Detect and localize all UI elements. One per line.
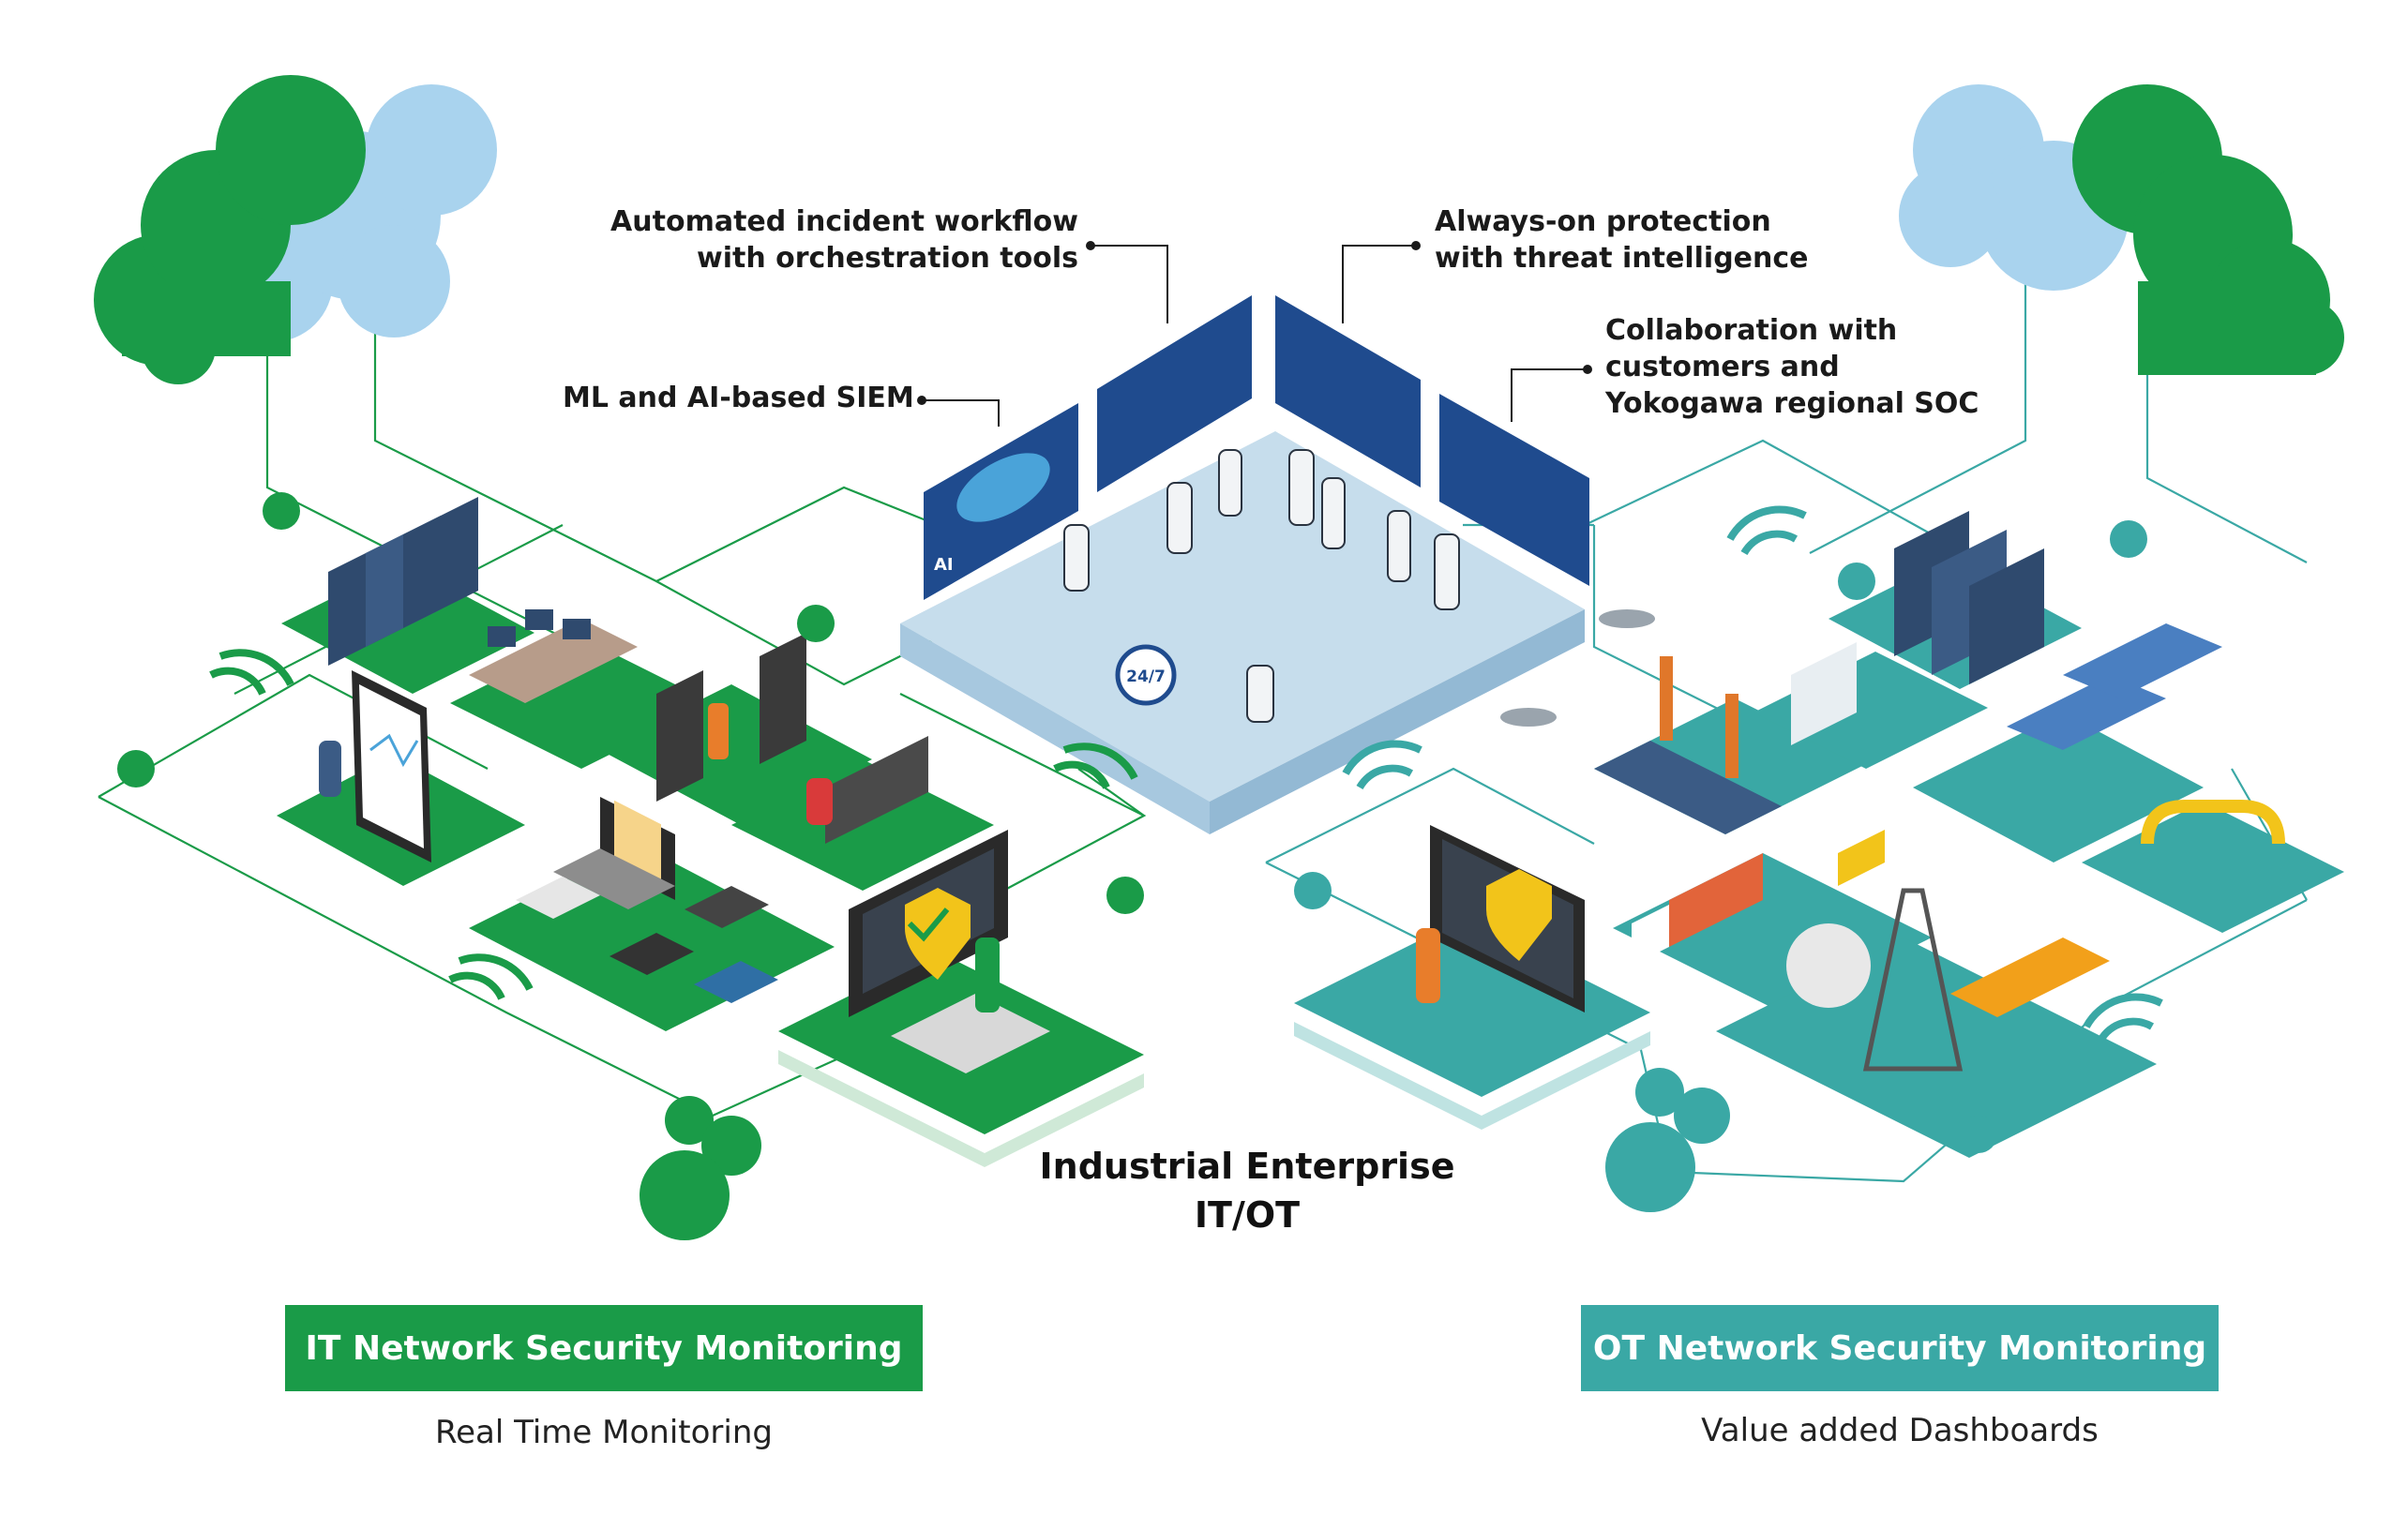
it-banner: IT Network Security Monitoring [285,1305,923,1391]
callout-collab-line-3: Yokogawa regional SOC [1605,387,1979,420]
callout-siem: ML and AI-based SIEM [563,380,914,416]
analyst-figure [1063,449,1460,723]
ot-subtitle: Value added Dashboards [1701,1412,2099,1449]
callout-collab-line-1: Collaboration with [1605,314,1898,347]
cloud-icon [1899,84,2344,375]
gear-icon [1605,1068,1730,1212]
ot-banner-label: OT Network Security Monitoring [1592,1328,2207,1368]
soc-room: AI 24/7 [900,295,1589,834]
ai-screen-label: AI [934,555,954,575]
security-monitor [1294,825,1650,1130]
callout-workflow-line-2: with orchestration tools [696,242,1078,275]
threat-screen [1275,295,1421,488]
siem-screen: AI [924,403,1078,600]
collab-screen [1439,394,1589,586]
cnc-machine [1753,642,1988,769]
ot-banner: OT Network Security Monitoring [1581,1305,2219,1391]
center-title-line-1: Industrial Enterprise [1039,1146,1455,1187]
wifi-icon [209,649,1138,1000]
center-title: Industrial Enterprise IT/OT [938,1142,1557,1239]
callout-protection-line-2: with threat intelligence [1435,242,1809,275]
center-title-line-2: IT/OT [1194,1194,1301,1236]
wifi-icon [1342,505,2163,1043]
it-banner-label: IT Network Security Monitoring [305,1328,903,1368]
it-network [117,492,1144,1240]
sync-icon [1294,520,2147,1153]
cloud-icon [94,75,497,384]
tablet-icon [277,670,525,886]
laptop-devices [469,797,835,1031]
callout-leaders [924,245,1588,427]
server-rack-icon [1829,511,2082,689]
callout-protection: Always-on protection with threat intelli… [1435,203,1809,277]
callout-siem-line: ML and AI-based SIEM [563,382,914,414]
gear-icon [640,1096,761,1240]
workstation-desk [731,736,994,891]
badge-247: 24/7 [1115,644,1177,706]
server-rack-icon [281,497,534,694]
callout-dot [917,241,1592,405]
it-subtitle: Real Time Monitoring [435,1414,773,1451]
oil-rig [1716,888,2157,1158]
drone-icon [1500,609,1655,727]
security-monitor [778,830,1144,1167]
badge-247-label: 24/7 [1126,668,1166,686]
callout-workflow-line-1: Automated incident workflow [610,205,1078,238]
callout-protection-line-1: Always-on protection [1435,205,1771,238]
solar-panels [1913,623,2222,862]
callout-workflow: Automated incident workflow with orchest… [581,203,1078,277]
ot-network [1294,505,2344,1212]
callout-collaboration: Collaboration with customers and Yokogaw… [1605,312,1979,422]
workflow-screen [1097,295,1252,492]
sync-icon [117,492,1144,914]
callout-collab-line-2: customers and [1605,351,1840,383]
valves-pipes [2082,800,2344,933]
